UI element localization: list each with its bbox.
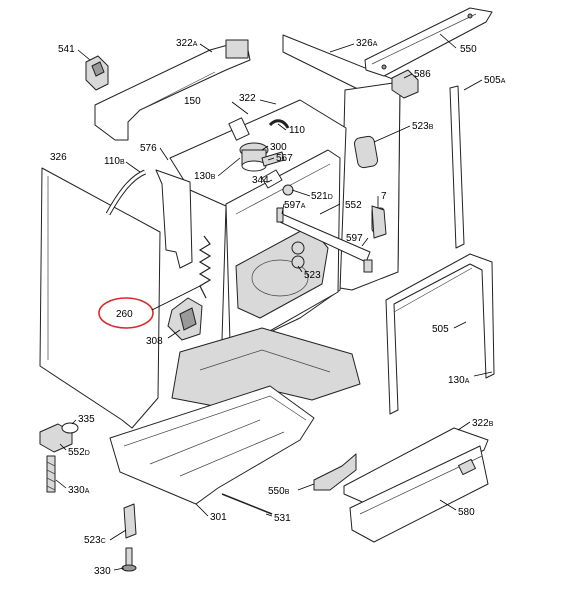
label-531: 531 bbox=[274, 513, 291, 524]
plinth-580 bbox=[349, 445, 489, 543]
bracket-576 bbox=[155, 169, 193, 269]
screw-330a bbox=[46, 455, 56, 493]
part-labels: 541 322A 326A 550 586 505A 150 322 110 5… bbox=[50, 38, 506, 577]
foot-552d bbox=[39, 422, 79, 453]
label-326: 326 bbox=[50, 152, 67, 163]
rod-531 bbox=[221, 493, 273, 515]
label-130a: 130A bbox=[448, 375, 470, 386]
label-7: 7 bbox=[381, 191, 387, 202]
rail-322b bbox=[343, 427, 489, 509]
label-523b: 523B bbox=[412, 121, 434, 132]
label-541: 541 bbox=[58, 44, 75, 55]
inner-tub bbox=[169, 99, 347, 351]
label-521d: 521D bbox=[311, 191, 333, 202]
label-330a: 330A bbox=[68, 485, 90, 496]
highlight-circle-260 bbox=[98, 297, 154, 329]
bracket-523c bbox=[121, 503, 137, 572]
bracket-586 bbox=[391, 69, 419, 99]
label-150: 150 bbox=[184, 96, 201, 107]
label-576: 576 bbox=[140, 143, 157, 154]
label-130b: 130B bbox=[194, 171, 216, 182]
label-523: 523 bbox=[304, 270, 321, 281]
label-505: 505 bbox=[432, 324, 449, 335]
top-bracket-322a bbox=[94, 39, 251, 141]
bracket-550b bbox=[313, 453, 357, 491]
label-567: 567 bbox=[276, 153, 293, 164]
clip-541 bbox=[85, 55, 109, 91]
label-552: 552 bbox=[345, 200, 362, 211]
spring-260 bbox=[198, 235, 212, 299]
top-rail-550 bbox=[364, 7, 493, 77]
label-586: 586 bbox=[414, 69, 431, 80]
label-523c: 523C bbox=[84, 535, 106, 546]
label-597a: 597A bbox=[284, 200, 306, 211]
label-552d: 552D bbox=[68, 447, 90, 458]
label-308: 308 bbox=[146, 336, 163, 347]
label-322a: 322A bbox=[176, 38, 198, 49]
label-326a: 326A bbox=[356, 38, 378, 49]
hose-110b bbox=[105, 169, 147, 216]
hinge-7 bbox=[371, 205, 387, 239]
side-panel-326 bbox=[39, 167, 161, 429]
label-110b: 110B bbox=[104, 156, 125, 167]
label-344: 344 bbox=[252, 175, 269, 186]
label-580: 580 bbox=[458, 507, 475, 518]
leader-lines bbox=[55, 33, 493, 571]
hinge-308 bbox=[167, 297, 203, 341]
label-330: 330 bbox=[94, 566, 111, 577]
label-597: 597 bbox=[346, 233, 363, 244]
base-tray-301 bbox=[109, 385, 315, 505]
label-550: 550 bbox=[460, 44, 477, 55]
label-550b: 550B bbox=[268, 486, 290, 497]
seal-strip-505a bbox=[449, 85, 465, 249]
label-322: 322 bbox=[239, 93, 256, 104]
label-505a: 505A bbox=[484, 75, 506, 86]
base-frame bbox=[171, 327, 361, 407]
label-322b: 322B bbox=[472, 418, 494, 429]
label-260: 260 bbox=[116, 309, 133, 320]
label-300: 300 bbox=[270, 142, 287, 153]
label-301: 301 bbox=[210, 512, 227, 523]
label-335: 335 bbox=[78, 414, 95, 425]
door-seal-505 bbox=[385, 253, 495, 415]
label-110: 110 bbox=[289, 125, 305, 136]
valve-group-300 bbox=[239, 119, 290, 189]
